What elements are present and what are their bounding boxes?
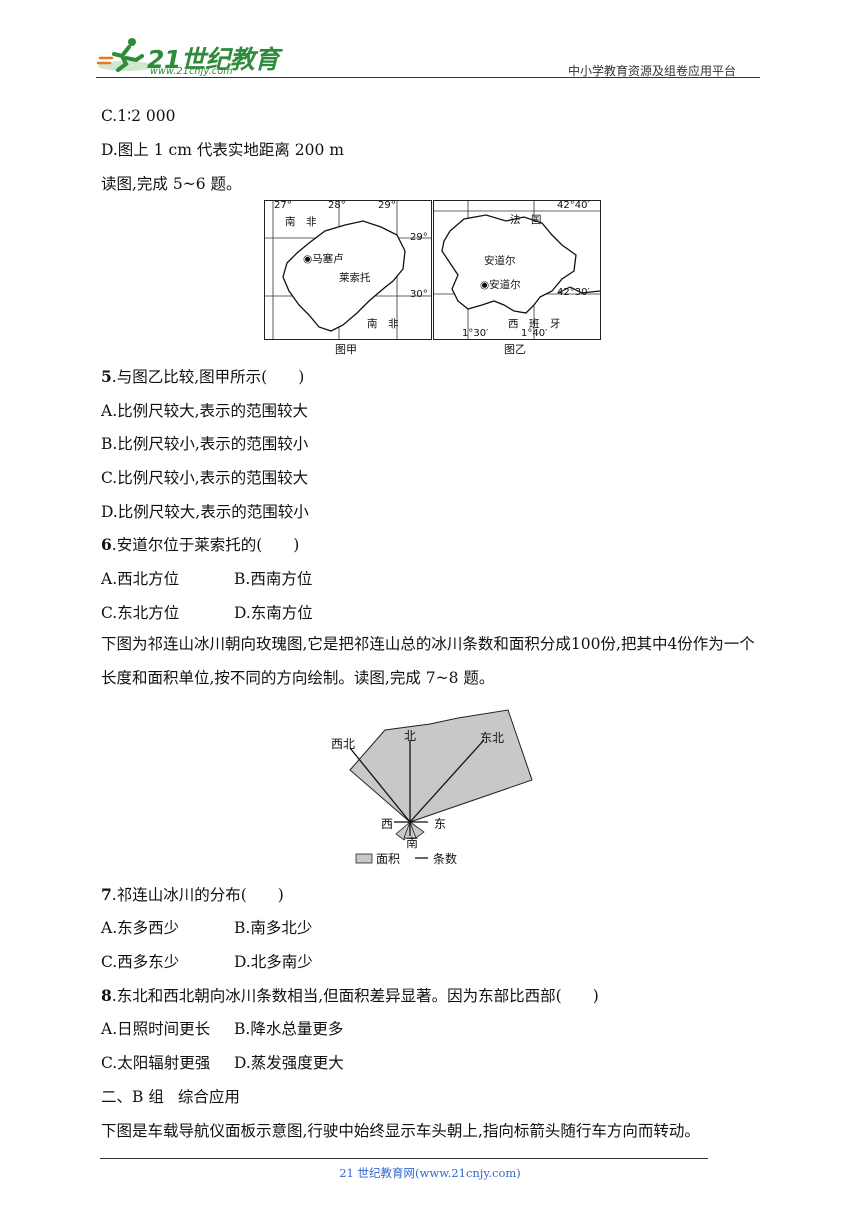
- q5-option-c: C.比例尺较小,表示的范围较大: [101, 469, 309, 487]
- map-yi: 法 国 安道尔 ◉安道尔 西 班 牙: [433, 200, 601, 340]
- q8-option-c: C.太阳辐射更强: [101, 1054, 211, 1072]
- caption-jia: 图甲: [335, 343, 357, 356]
- lon-tick-29: 29°: [378, 200, 396, 211]
- header-divider: [96, 77, 760, 78]
- section-b-title: 综合应用: [177, 1088, 240, 1106]
- label-andorra-capital: 安道尔: [489, 279, 521, 291]
- rose-dir-w: 西: [381, 817, 394, 831]
- lat-tick-29: 29°: [410, 232, 428, 243]
- legend-area-swatch: [355, 853, 373, 864]
- label-maseru: 马塞卢: [312, 253, 344, 265]
- q8-stem: 8.东北和西北朝向冰川条数相当,但面积差异显著。因为东部比西部( ): [101, 985, 599, 1007]
- legend-area-label: 面积: [376, 852, 401, 866]
- label-south-africa-bottom: 南 非: [367, 318, 399, 330]
- q7-text: .祁连山冰川的分布( ): [111, 886, 284, 904]
- platform-label: 中小学教育资源及组卷应用平台: [568, 64, 737, 78]
- label-spain: 西 班 牙: [508, 318, 561, 330]
- rose-dir-ne: 东北: [480, 731, 505, 745]
- q7-stem: 7.祁连山冰川的分布( ): [101, 884, 284, 906]
- q7-option-c: C.西多东少: [101, 953, 180, 971]
- q8-option-d: D.蒸发强度更大: [234, 1054, 344, 1072]
- lat-tick-4230: 42°30′: [557, 287, 590, 298]
- rose-dir-s: 南: [406, 836, 419, 850]
- q6-number: 6: [101, 535, 112, 554]
- read-instruction-5-6: 读图,完成 5~6 题。: [101, 175, 242, 193]
- footer-divider: [100, 1158, 708, 1159]
- city-dot-icon: ◉: [303, 253, 313, 265]
- label-south-africa-top: 南 非: [285, 216, 317, 228]
- city-dot-icon: ◉: [480, 279, 490, 291]
- q6-option-b: B.西南方位: [234, 570, 313, 588]
- section-b-prefix: 二、B 组: [101, 1088, 164, 1106]
- rose-dir-n: 北: [404, 729, 417, 743]
- lat-tick-30: 30°: [410, 289, 428, 300]
- andorra-outline: [434, 201, 600, 339]
- q5-text: .与图乙比较,图甲所示( ): [111, 368, 305, 386]
- lon-tick-27: 27°: [274, 200, 292, 211]
- option-c-line: C.1∶2 000: [101, 107, 176, 125]
- q8-option-b: B.降水总量更多: [234, 1020, 344, 1038]
- footer-link[interactable]: 21 世纪教育网(www.21cnjy.com): [339, 1166, 521, 1180]
- q6-option-a: A.西北方位: [101, 570, 180, 588]
- logo-text: 21世纪教育: [147, 45, 279, 74]
- runner-logo-icon: [96, 38, 154, 72]
- glacier-rose-diagram: [349, 709, 533, 864]
- rose-dir-nw: 西北: [331, 737, 356, 751]
- label-lesotho: 莱索托: [339, 272, 371, 284]
- label-france: 法 国: [510, 214, 542, 226]
- option-d-line: D.图上 1 cm 代表实地距离 200 m: [101, 141, 344, 159]
- logo-url: www.21cnjy.com: [150, 66, 233, 77]
- legend-count-label: 条数: [433, 852, 458, 866]
- label-andorra-country: 安道尔: [484, 255, 516, 267]
- q7-option-a: A.东多西少: [101, 919, 180, 937]
- map-jia: 南 非 南 非 ◉马塞卢 莱索托: [264, 200, 432, 340]
- q8-text: .东北和西北朝向冰川条数相当,但面积差异显著。因为东部比西部( ): [111, 987, 599, 1005]
- q6-stem: 6.安道尔位于莱索托的( ): [101, 534, 299, 556]
- nav-intro-paragraph: 下图是车载导航仪面板示意图,行驶中始终显示车头朝上,指向标箭头随行车方向而转动。: [101, 1122, 700, 1140]
- q5-number: 5: [101, 367, 112, 386]
- capital-maseru: ◉马塞卢: [303, 251, 344, 266]
- capital-andorra: ◉安道尔: [480, 277, 521, 292]
- rose-dir-e: 东: [434, 817, 447, 831]
- section-b-heading: 二、B 组综合应用: [101, 1086, 240, 1108]
- q5-option-b: B.比例尺较小,表示的范围较小: [101, 435, 309, 453]
- q5-stem: 5.与图乙比较,图甲所示( ): [101, 366, 304, 388]
- q6-option-c: C.东北方位: [101, 604, 180, 622]
- q5-option-d: D.比例尺较大,表示的范围较小: [101, 503, 309, 521]
- caption-yi: 图乙: [504, 343, 526, 356]
- lat-tick-4240: 42°40′: [557, 200, 590, 211]
- lon-tick-130: 1°30′: [462, 328, 489, 339]
- q8-number: 8: [101, 986, 112, 1005]
- lon-tick-140: 1°40′: [521, 328, 548, 339]
- q7-option-d: D.北多南少: [234, 953, 313, 971]
- q7-option-b: B.南多北少: [234, 919, 313, 937]
- q7-number: 7: [101, 885, 112, 904]
- intro-7-8: 下图为祁连山冰川朝向玫瑰图,它是把祁连山总的冰川条数和面积分成100份,把其中4…: [101, 635, 755, 687]
- q8-option-a: A.日照时间更长: [101, 1020, 211, 1038]
- q6-option-d: D.东南方位: [234, 604, 313, 622]
- q6-text: .安道尔位于莱索托的( ): [111, 536, 300, 554]
- q5-option-a: A.比例尺较大,表示的范围较大: [101, 402, 309, 420]
- lesotho-outline: [265, 201, 431, 339]
- lon-tick-28: 28°: [328, 200, 346, 211]
